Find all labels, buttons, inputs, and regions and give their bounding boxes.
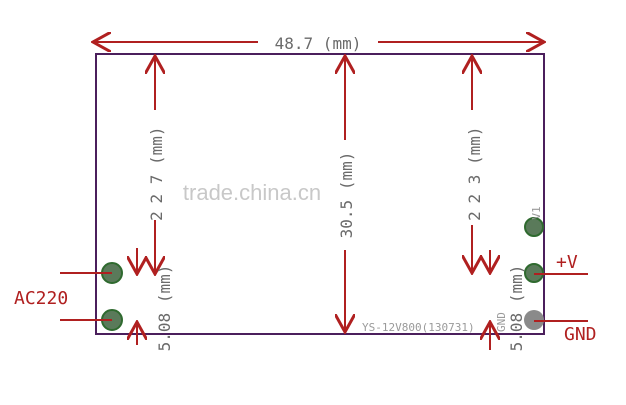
watermark: trade.china.cn (183, 180, 321, 205)
height-label: 30.5 (mm) (337, 152, 356, 239)
right-margin-label: 2 3 (mm) (465, 126, 484, 203)
width-label: 48.7 (mm) (275, 34, 362, 53)
plus-v-label: +V (556, 252, 578, 273)
ac220-label: AC220 (14, 288, 68, 309)
right-pitch-label: 5.08 (mm) (507, 265, 526, 352)
v1-silk: V1 (530, 206, 543, 219)
v1-pad (524, 217, 544, 237)
board-name: YS-12V800(130731) (362, 321, 475, 334)
left-margin-label: 2 7 (mm) (147, 126, 166, 203)
board-outline (95, 53, 545, 335)
right-small-label: 2 (465, 211, 484, 221)
left-small-label: 2 (147, 211, 166, 221)
gnd-silk: GND (495, 312, 508, 332)
gnd-label: GND (564, 324, 597, 345)
left-pitch-label: 5.08 (mm) (155, 265, 174, 352)
